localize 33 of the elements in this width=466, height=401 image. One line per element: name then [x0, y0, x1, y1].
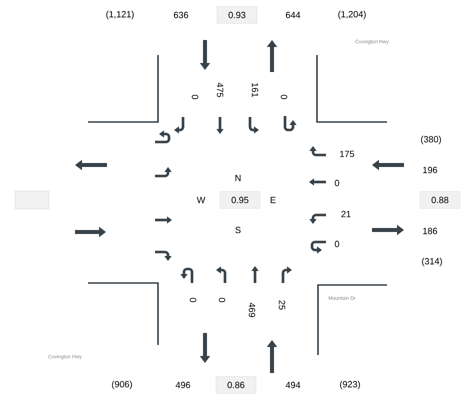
value-box: 0.88: [420, 191, 460, 209]
volume-label: 175: [340, 150, 354, 158]
volume-label: 494: [286, 382, 300, 388]
volume-label: 0: [334, 180, 340, 186]
volume-label: 0: [190, 298, 196, 302]
direction-letter: S: [235, 226, 241, 234]
volume-label: 644: [286, 12, 300, 18]
volume-label: (923): [340, 380, 360, 390]
value-box: 0.86: [216, 376, 256, 394]
volume-label: 196: [423, 166, 438, 174]
volume-label: 0: [192, 94, 198, 100]
volume-label: 21: [341, 210, 351, 218]
volume-label: (314): [422, 258, 442, 266]
volume-label: 0: [334, 240, 340, 248]
volume-label: 25: [278, 300, 286, 310]
value-box: 0.93: [216, 6, 258, 24]
volume-label: (1,204): [338, 10, 366, 20]
value-box: [14, 190, 50, 210]
volume-label: 475: [216, 82, 224, 98]
value-box: 0.95: [220, 191, 260, 209]
volume-label: (906): [112, 380, 132, 390]
volume-label: (380): [421, 136, 441, 144]
volume-label: (1,121): [106, 10, 134, 20]
volume-label: 161: [252, 83, 258, 98]
volume-label: 0: [218, 298, 226, 302]
direction-letter: E: [270, 196, 276, 204]
volume-label: 496: [176, 382, 190, 388]
direction-letter: W: [196, 196, 206, 204]
direction-letter: N: [236, 174, 241, 182]
volume-label: 186: [423, 228, 438, 234]
volume-label: 636: [174, 12, 188, 18]
volume-label: 469: [248, 302, 256, 318]
volume-label: 0: [280, 94, 288, 100]
